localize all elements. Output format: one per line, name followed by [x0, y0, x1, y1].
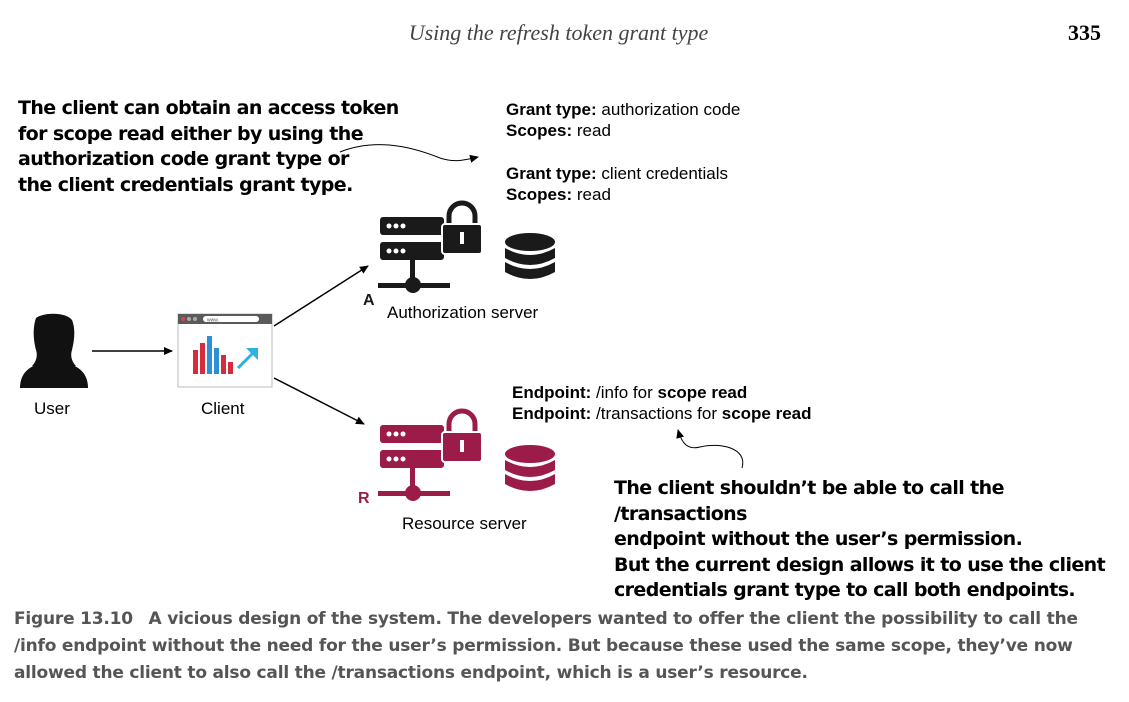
scopes-label: Scopes: [506, 185, 573, 204]
auth-server-label: Authorization server [387, 303, 539, 322]
arrow-icon [339, 144, 479, 163]
scopes-value: read [576, 185, 611, 204]
arrow-icon [273, 377, 365, 425]
figure-caption: Figure 13.10 A vicious design of the sys… [14, 606, 1114, 687]
callout-bottom-line: The client shouldn’t be able to call the… [614, 477, 1004, 525]
resource-server-label: Resource server [402, 514, 527, 533]
endpoint-label: Endpoint: [512, 404, 592, 423]
figure-number: Figure 13.10 [14, 609, 133, 629]
header-title: Using the refresh token grant type [408, 20, 709, 45]
endpoint-label: Endpoint: [512, 383, 592, 402]
lock-icon [441, 198, 483, 255]
callout-bottom: The client shouldn’t be able to call the… [614, 476, 1129, 604]
grant-type-label: Grant type: [506, 164, 597, 183]
callout-top-line: the client credentials grant type. [18, 173, 353, 196]
scopes-label: Scopes: [506, 121, 573, 140]
callout-bottom-line: But the current design allows it to use … [614, 553, 1106, 576]
database-icon [505, 445, 555, 491]
grant-type-value: authorization code [601, 100, 741, 119]
grant-info-2: Grant type: client credentials Scopes: r… [506, 163, 728, 205]
callout-bottom-line: endpoint without the user’s permission. [614, 528, 1023, 550]
page-number: 335 [1068, 20, 1101, 45]
browser-url: www. [207, 318, 219, 324]
callout-top-line: authorization code grant type or [18, 148, 349, 170]
auth-server-letter: A [363, 292, 375, 309]
user-label: User [34, 399, 70, 418]
scopes-value: read [576, 121, 611, 140]
arrow-icon [273, 265, 369, 327]
arrow-icon [676, 429, 744, 469]
server-icon [378, 425, 450, 501]
grant-type-label: Grant type: [506, 100, 597, 119]
server-icon [378, 217, 450, 293]
caption-line: allowed the client to also call the /tra… [14, 663, 808, 683]
browser-icon: www. [177, 313, 273, 388]
grant-type-value: client credentials [601, 164, 729, 183]
user-icon [20, 313, 88, 388]
callout-bottom-line: credentials grant type to call both endp… [614, 579, 1076, 601]
endpoint-info: Endpoint: /info for scope read Endpoint:… [512, 382, 812, 424]
endpoint-scope: scope read [721, 404, 812, 423]
database-icon [505, 233, 555, 279]
endpoint-scope: scope read [657, 383, 748, 402]
caption-line: /info endpoint without the need for the … [14, 636, 1073, 656]
callout-top: The client can obtain an access token fo… [18, 96, 399, 198]
lock-icon [441, 406, 483, 463]
client-label: Client [201, 399, 245, 418]
callout-top-line: The client can obtain an access token [18, 97, 399, 119]
endpoint-path: /info for [596, 383, 653, 402]
endpoint-path: /transactions for [596, 404, 717, 423]
diagram: www. [20, 144, 744, 501]
caption-line: A vicious design of the system. The deve… [148, 609, 1078, 629]
grant-info-1: Grant type: authorization code Scopes: r… [506, 99, 740, 141]
resource-server-letter: R [358, 490, 370, 507]
callout-top-line: for scope read either by using the [18, 122, 364, 145]
